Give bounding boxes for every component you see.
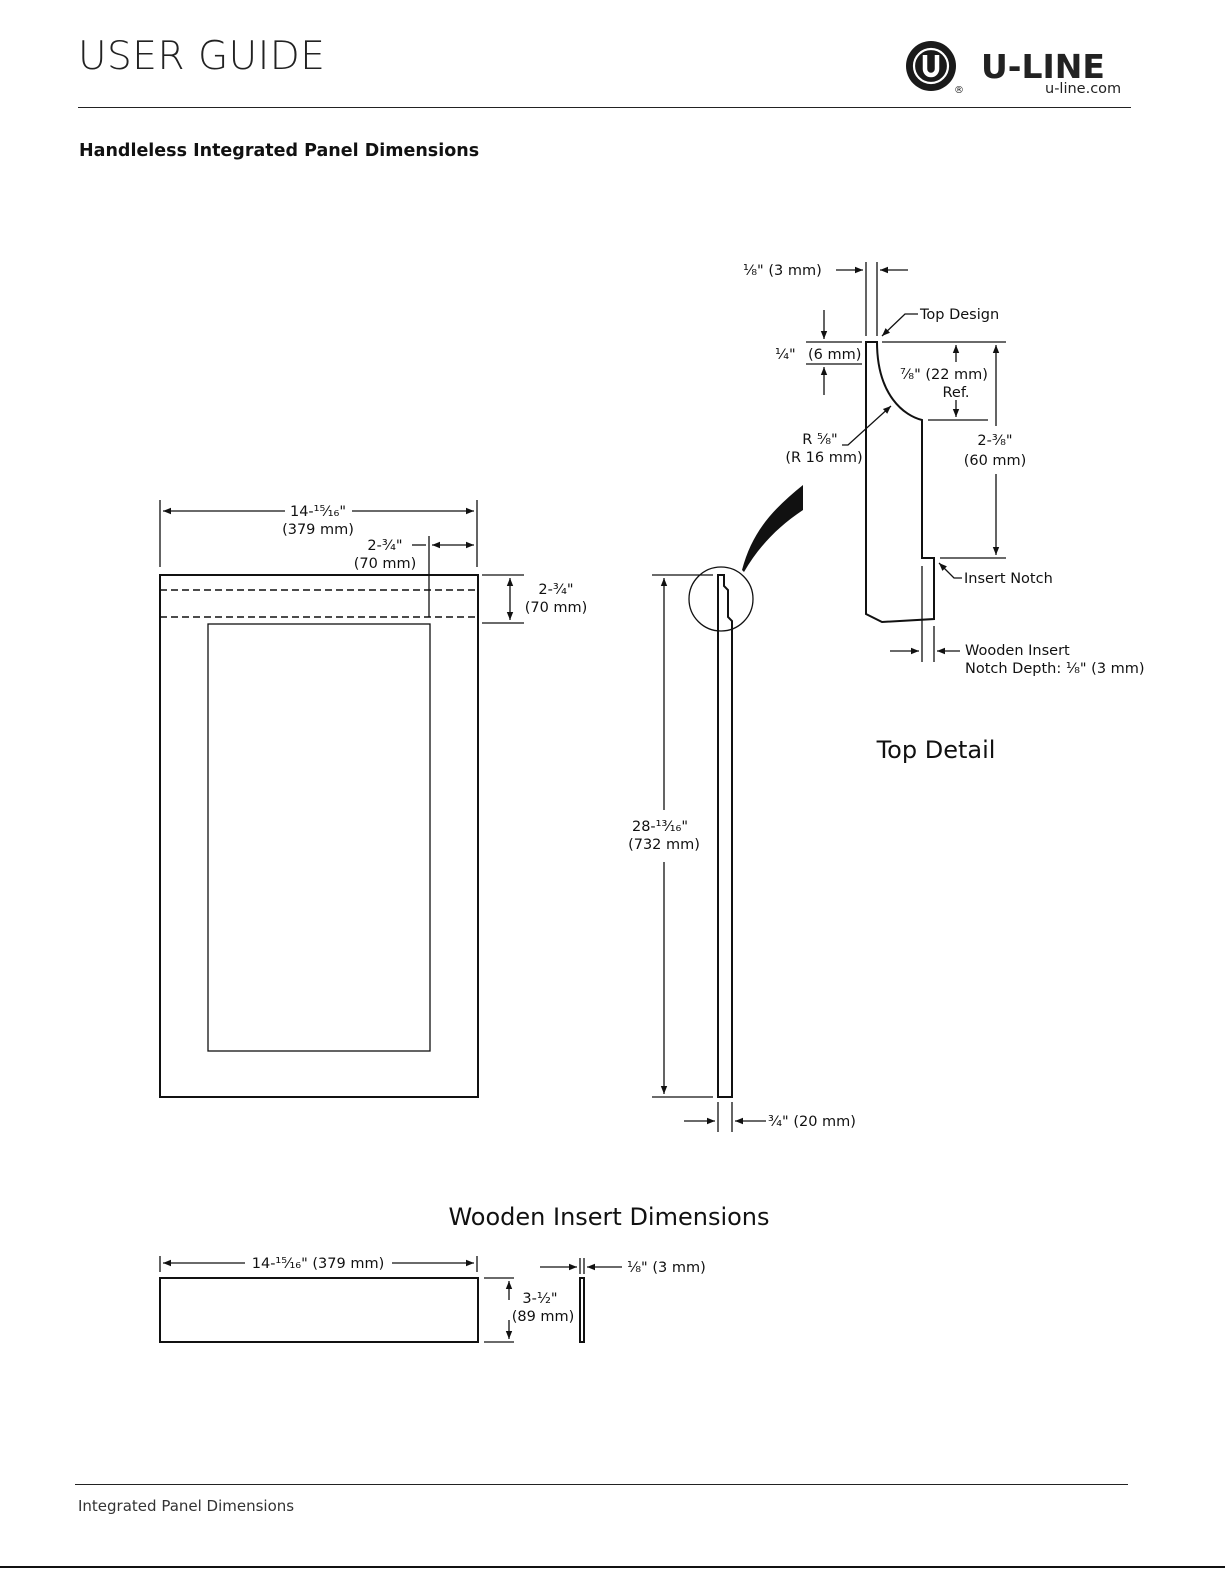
notch-height-label: 2-³⁄₈"	[977, 433, 1012, 449]
page-bottom-border	[0, 1566, 1225, 1568]
side-rail-label: 2-³⁄₄"	[367, 538, 402, 554]
top-detail: ¹⁄₈" (3 mm) Top Design ¹⁄₄" (6 mm) ⁷⁄₈" …	[743, 262, 1145, 764]
height-mm-label: (732 mm)	[628, 837, 700, 853]
radius-mm-label: (R 16 mm)	[785, 450, 862, 466]
side-view: 28-¹³⁄₁₆" (732 mm) ³⁄₄" (20 mm)	[628, 485, 856, 1132]
thickness-label: ³⁄₄" (20 mm)	[768, 1114, 856, 1130]
top-detail-title: Top Detail	[876, 736, 996, 764]
radius-leader	[842, 405, 892, 446]
width-label: 14-¹⁵⁄₁₆"	[290, 504, 346, 520]
top-design-leader	[881, 313, 918, 337]
height-label: 28-¹³⁄₁₆"	[632, 819, 688, 835]
insert-front-outline	[159, 1277, 479, 1343]
detail-callout-circle	[688, 566, 754, 632]
insert-thickness-label: ¹⁄₈" (3 mm)	[627, 1260, 706, 1276]
lip-label: ¹⁄₄"	[775, 347, 796, 363]
brand-site: u-line.com	[1045, 81, 1121, 97]
section-heading: Handleless Integrated Panel Dimensions	[79, 141, 480, 161]
insert-side-outline	[579, 1277, 585, 1343]
insert-height-label: 3-¹⁄₂"	[522, 1291, 557, 1307]
panel-side-profile	[717, 574, 733, 1098]
panel-outline	[159, 574, 479, 1098]
side-rail-mm-label: (70 mm)	[354, 556, 417, 572]
insert-height-mm-label: (89 mm)	[512, 1309, 575, 1325]
radius-label: R ⁵⁄₈"	[802, 432, 837, 448]
notch-depth-value-label: Notch Depth: ¹⁄₈" (3 mm)	[965, 661, 1145, 677]
insert-width-label: 14-¹⁵⁄₁₆" (379 mm)	[252, 1256, 384, 1272]
footer-text: Integrated Panel Dimensions	[78, 1497, 295, 1515]
insert-notch-label: Insert Notch	[964, 571, 1053, 587]
curve-depth-label: ⁷⁄₈" (22 mm)	[900, 367, 988, 383]
notch-depth-label: Wooden Insert	[965, 643, 1070, 659]
notch-height-mm-label: (60 mm)	[964, 453, 1027, 469]
footer-divider	[75, 1484, 1128, 1485]
detail-callout-leader	[742, 485, 803, 572]
top-design-label: Top Design	[919, 307, 999, 323]
brand-logo: ® U-LINE u-line.com	[906, 41, 1121, 97]
page-title: USER GUIDE	[78, 34, 326, 79]
insert-notch-leader	[938, 562, 962, 579]
panel-inner-recess	[207, 623, 431, 1052]
wooden-insert: Wooden Insert Dimensions 14-¹⁵⁄₁₆" (379 …	[159, 1203, 770, 1343]
registered-mark: ®	[954, 85, 964, 96]
header-divider	[78, 107, 1131, 108]
top-rail-mm-label: (70 mm)	[525, 600, 588, 616]
brand-name: U-LINE	[981, 47, 1105, 86]
lip-mm-label: (6 mm)	[808, 347, 861, 363]
wooden-insert-title: Wooden Insert Dimensions	[448, 1203, 769, 1231]
top-detail-profile	[865, 341, 935, 624]
width-mm-label: (379 mm)	[282, 522, 354, 538]
curve-ref-label: Ref.	[942, 385, 969, 401]
front-view: 14-¹⁵⁄₁₆" (379 mm) 2-³⁄₄" (70 mm) 2-³⁄₄"…	[159, 500, 588, 1098]
top-gap-label: ¹⁄₈" (3 mm)	[743, 263, 822, 279]
top-rail-label: 2-³⁄₄"	[538, 582, 573, 598]
